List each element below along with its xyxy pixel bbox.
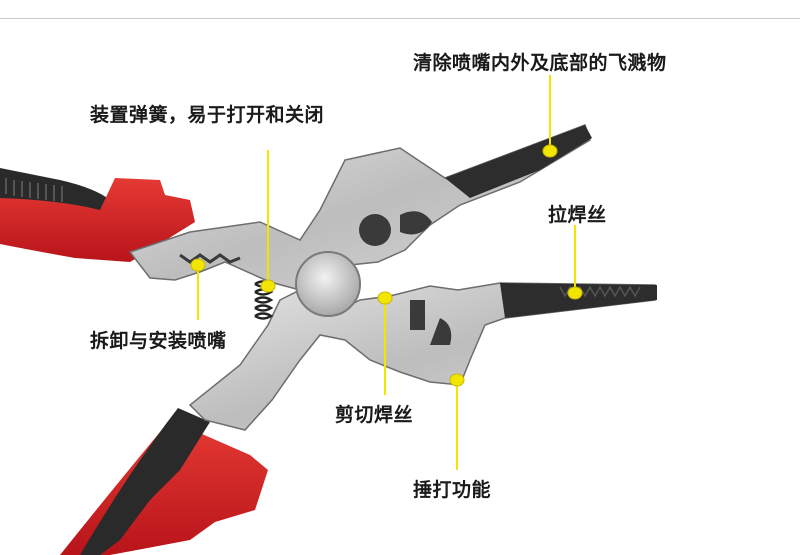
callout-hammer: 捶打功能: [413, 479, 492, 501]
marker-clean-spatter: [542, 144, 558, 158]
callout-clean-spatter: 清除喷嘴内外及底部的飞溅物: [413, 52, 667, 74]
callout-lines: [197, 75, 576, 470]
pivot-rivet: [295, 251, 361, 317]
callout-cut-wire: 剪切焊丝: [335, 404, 414, 426]
marker-hammer: [449, 373, 465, 387]
upper-jaw: [128, 124, 592, 291]
marker-pull-wire: [567, 286, 583, 300]
lower-handle: [60, 408, 268, 555]
marker-spring: [260, 279, 276, 293]
top-divider: [0, 0, 800, 19]
callout-pull-wire: 拉焊丝: [548, 204, 607, 226]
marker-nozzle: [190, 258, 206, 272]
marker-cut-wire: [377, 291, 393, 305]
callout-spring: 装置弹簧，易于打开和关闭: [90, 104, 325, 126]
callout-nozzle: 拆卸与安装喷嘴: [90, 330, 227, 352]
upper-handle: [0, 168, 195, 262]
